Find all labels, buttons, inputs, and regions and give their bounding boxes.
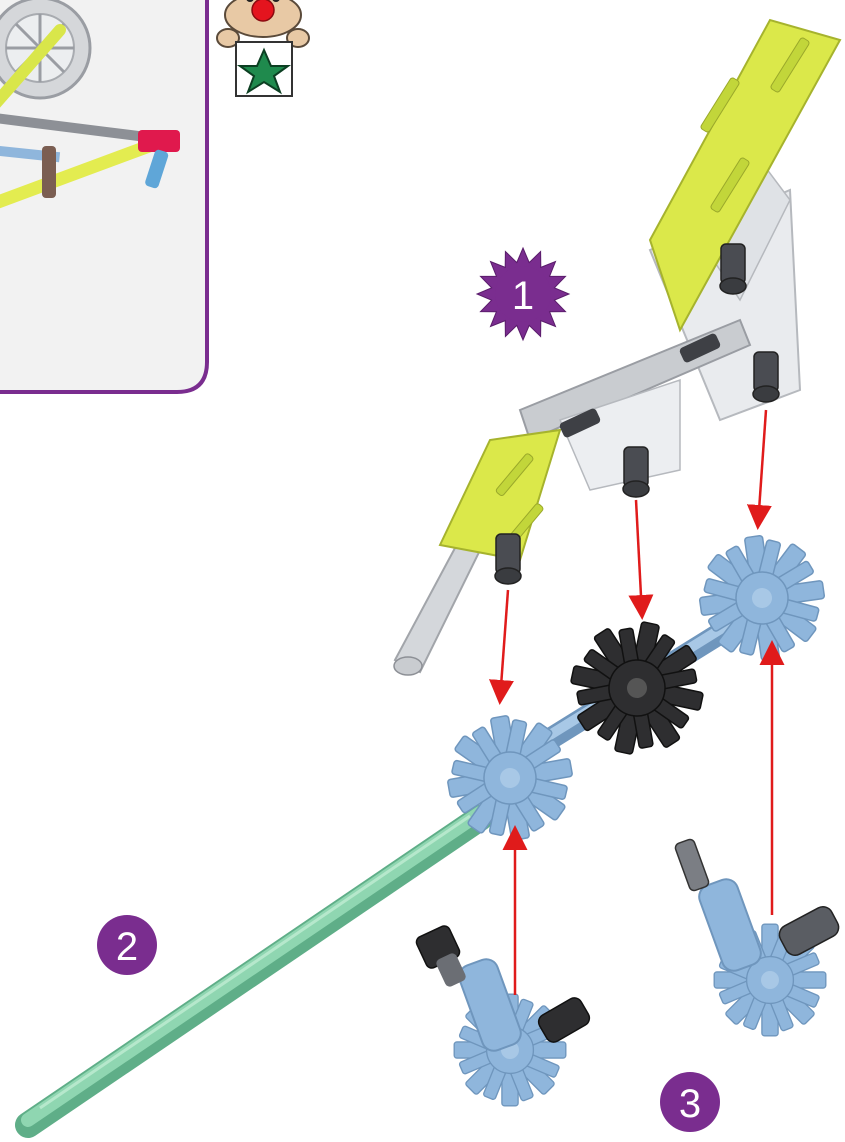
step-badge-3: 3 <box>660 1072 720 1132</box>
step-3-label: 3 <box>679 1082 701 1126</box>
inset-brown-spacer <box>42 146 56 198</box>
green-rod <box>28 813 480 1125</box>
arrow-peg-to-black-connector <box>636 500 642 615</box>
step-2-label: 2 <box>116 925 138 969</box>
black-connector-middle <box>559 610 716 767</box>
step-badge-2: 2 <box>97 915 157 975</box>
arrow-peg-to-left-connector <box>500 590 508 700</box>
clown-mascot-icon <box>217 0 309 96</box>
step-badge-1: 1 <box>477 248 569 340</box>
arrow-peg-to-right-connector <box>758 410 766 525</box>
blue-connector-with-pegs-left <box>415 924 593 1106</box>
step-1-label: 1 <box>512 274 534 318</box>
previous-step-inset <box>0 0 207 392</box>
blue-connector-with-pegs-right <box>674 838 842 1036</box>
inset-red-connector <box>138 130 180 152</box>
